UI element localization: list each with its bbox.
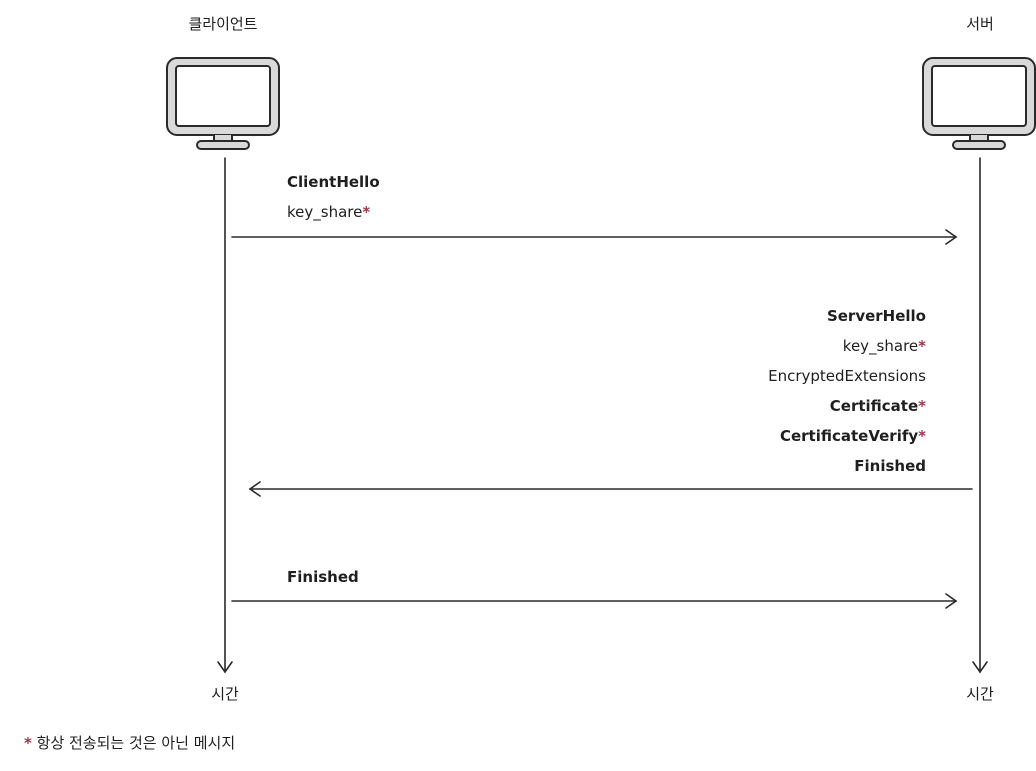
optional-marker: * [918,337,926,355]
server-response-arrow [248,481,973,497]
client-finished-arrow [231,593,958,609]
message-text: EncryptedExtensions [768,367,926,385]
message-client-finished: Finished [287,567,359,587]
optional-marker: * [362,203,371,221]
message-key-share-server: key_share* [843,336,926,356]
message-text: key_share [842,337,919,355]
server-time-label: 시간 [966,685,994,703]
message-server-hello: ServerHello [827,306,926,326]
footnote-text: 항상 전송되는 것은 아닌 메시지 [36,734,236,752]
message-text: CertificateVerify [779,427,919,445]
message-encrypted-extensions: EncryptedExtensions [768,366,926,386]
message-text: Finished [854,457,926,475]
message-client-hello: ClientHello [287,172,380,192]
message-server-finished: Finished [854,456,926,476]
client-label: 클라이언트 [188,15,258,33]
message-certificate-verify: CertificateVerify* [780,426,926,446]
message-text: Finished [287,568,359,586]
server-monitor-icon [922,57,1036,150]
footnote: * 항상 전송되는 것은 아닌 메시지 [24,733,235,753]
client-hello-arrow [231,229,958,245]
footnote-marker: * [24,734,32,752]
message-text: Certificate [829,397,919,415]
optional-marker: * [918,427,926,445]
client-lifeline [217,157,233,674]
client-monitor-icon [166,57,280,150]
server-lifeline [972,157,988,674]
client-time-label: 시간 [211,685,239,703]
message-key-share-client: key_share* [287,202,370,222]
message-certificate: Certificate* [830,396,926,416]
message-text: ClientHello [287,173,380,191]
message-text: key_share [287,203,363,221]
optional-marker: * [918,397,926,415]
message-text: ServerHello [826,307,926,325]
server-label: 서버 [966,15,994,33]
